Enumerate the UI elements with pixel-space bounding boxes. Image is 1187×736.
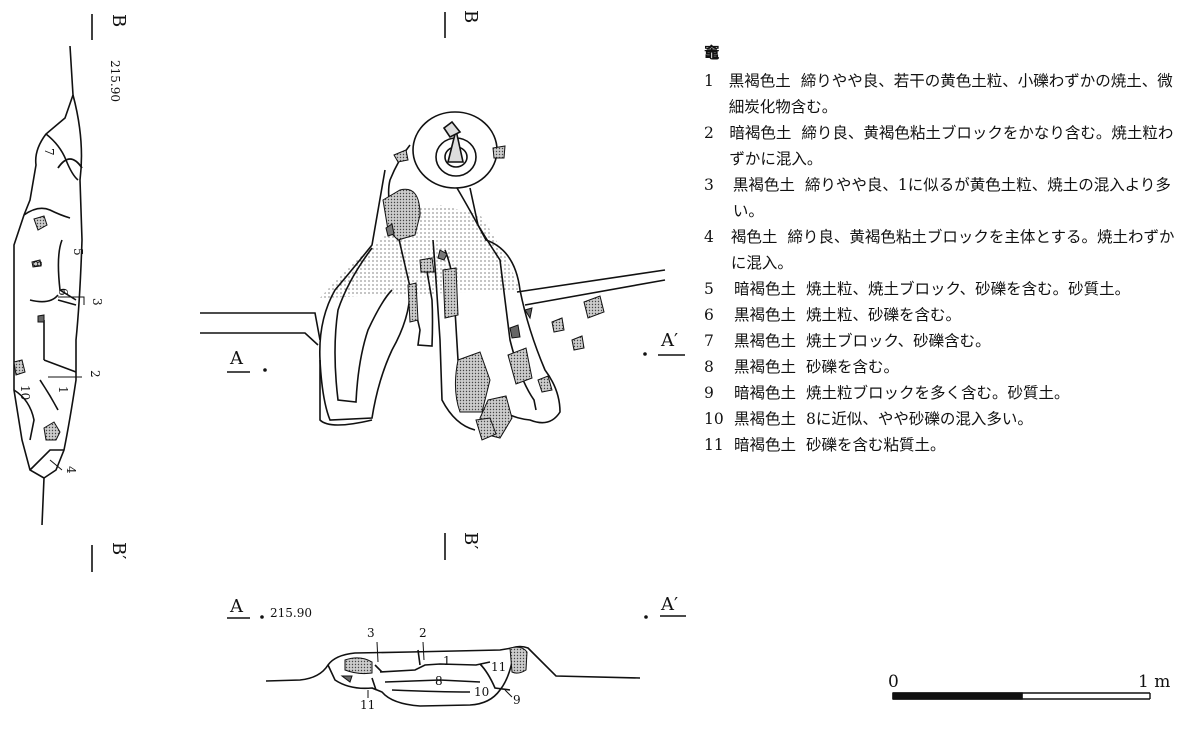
section-a-layer-1: 1 bbox=[443, 654, 451, 668]
legend-item-number: 10 bbox=[704, 410, 724, 428]
legend-item-body: 黒褐色土締りやや良、1に似るが黄色土粒、焼土の混入より多い。 bbox=[733, 172, 1184, 224]
legend-item-body: 黒褐色土焼土ブロック、砂礫含む。 bbox=[734, 328, 991, 354]
legend-item-description: 締り良、黄褐色粘土ブロックを主体とする。焼土わずかに混入。 bbox=[730, 228, 1175, 272]
section-a-layer-11-left: 11 bbox=[360, 698, 376, 712]
legend-item-description: 砂礫を含む。 bbox=[806, 358, 900, 376]
section-b-layer-7: 7 bbox=[42, 148, 56, 156]
legend-item-soil: 黒褐色土 bbox=[732, 176, 795, 194]
legend-item: 5 暗褐色土焼土粒、焼土ブロック、砂礫を含む。砂質土。 bbox=[704, 276, 1184, 302]
legend-item-number: 1 bbox=[704, 72, 714, 90]
legend-item-soil: 暗褐色土 bbox=[729, 124, 792, 142]
legend-item-body: 暗褐色土締り良、黄褐色粘土ブロックをかなり含む。焼土粒わずかに混入。 bbox=[729, 120, 1184, 172]
legend-item-soil: 黒褐色土 bbox=[734, 358, 797, 376]
section-b-layer-5: 5 bbox=[71, 248, 85, 256]
legend-item-soil: 黒褐色土 bbox=[734, 332, 797, 350]
legend-title: 竈 bbox=[704, 43, 720, 62]
legend-item-soil: 暗褐色土 bbox=[734, 436, 797, 454]
legend-item-soil: 黒褐色土 bbox=[728, 72, 791, 90]
plan-label-a: A bbox=[230, 348, 243, 369]
section-b-layer-6: 6 bbox=[56, 288, 70, 296]
b-ground-line bbox=[13, 45, 74, 526]
legend-item-number: 6 bbox=[704, 306, 714, 324]
legend-item-description: 焼土粒、焼土ブロック、砂礫を含む。砂質土。 bbox=[806, 280, 1131, 298]
legend-item-body: 褐色土締り良、黄褐色粘土ブロックを主体とする。焼土わずかに混入。 bbox=[731, 224, 1184, 276]
scale-end-label: 1 m bbox=[1138, 672, 1171, 692]
legend-item-number: 8 bbox=[704, 358, 714, 376]
section-b-layer-10: 10 bbox=[18, 385, 32, 401]
legend-item-number: 7 bbox=[704, 332, 714, 350]
legend-item-number: 11 bbox=[704, 436, 724, 454]
section-b-layer-3: 3 bbox=[90, 298, 104, 306]
section-a-layer-9: 9 bbox=[513, 693, 521, 707]
legend-item: 8 黒褐色土砂礫を含む。 bbox=[704, 354, 1184, 380]
legend-item-number: 4 bbox=[704, 228, 714, 246]
section-b-drawing bbox=[13, 14, 93, 572]
legend-item-description: 締りやや良、若干の黄色土粒、小礫わずかの焼土、微細炭化物含む。 bbox=[728, 72, 1173, 116]
legend-item-soil: 褐色土 bbox=[730, 228, 778, 246]
legend-item: 2 暗褐色土締り良、黄褐色粘土ブロックをかなり含む。焼土粒わずかに混入。 bbox=[704, 120, 1184, 172]
legend-item: 7 黒褐色土焼土ブロック、砂礫含む。 bbox=[704, 328, 1184, 354]
legend-item-body: 黒褐色土締りやや良、若干の黄色土粒、小礫わずかの焼土、微細炭化物含む。 bbox=[729, 68, 1184, 120]
scale-start-label: 0 bbox=[888, 672, 899, 692]
section-a-layer-11-right: 11 bbox=[491, 660, 507, 674]
legend-item: 6 黒褐色土焼土粒、砂礫を含む。 bbox=[704, 302, 1184, 328]
legend-item-body: 暗褐色土砂礫を含む粘質土。 bbox=[734, 432, 946, 458]
section-b-layer-1: 1 bbox=[56, 386, 70, 394]
plan-label-b-prime: B′ bbox=[460, 532, 481, 550]
section-a-label-a-prime: A′ bbox=[661, 594, 679, 615]
legend-item-number: 9 bbox=[704, 384, 714, 402]
legend-item-description: 締り良、黄褐色粘土ブロックをかなり含む。焼土粒わずかに混入。 bbox=[729, 124, 1174, 168]
legend-item-soil: 暗褐色土 bbox=[734, 384, 797, 402]
legend-item: 1 黒褐色土締りやや良、若干の黄色土粒、小礫わずかの焼土、微細炭化物含む。 bbox=[704, 68, 1184, 120]
section-a-drawing bbox=[227, 615, 686, 707]
legend-item: 11 暗褐色土砂礫を含む粘質土。 bbox=[704, 432, 1184, 458]
section-a-layer-2: 2 bbox=[419, 626, 427, 640]
plan-label-b: B bbox=[460, 10, 481, 24]
legend-item-body: 黒褐色土 8に近似、やや砂礫の混入多い。 bbox=[734, 406, 1033, 432]
section-a-layer-10: 10 bbox=[474, 685, 490, 699]
legend-item-description: 焼土粒、砂礫を含む。 bbox=[806, 306, 962, 324]
section-b-stones bbox=[13, 215, 61, 441]
section-a-elevation: 215.90 bbox=[270, 606, 312, 620]
section-a-label-a: A bbox=[230, 596, 243, 617]
section-b-elevation: 215.90 bbox=[108, 60, 122, 102]
legend-item-description: 8に近似、やや砂礫の混入多い。 bbox=[806, 410, 1033, 428]
legend-item-number: 3 bbox=[704, 176, 714, 194]
legend-item: 9 暗褐色土焼土粒ブロックを多く含む。砂質土。 bbox=[704, 380, 1184, 406]
legend-item-number: 5 bbox=[704, 280, 714, 298]
legend-item-body: 黒褐色土砂礫を含む。 bbox=[734, 354, 899, 380]
section-a-layer-3: 3 bbox=[367, 626, 375, 640]
legend-item-soil: 暗褐色土 bbox=[734, 280, 797, 298]
plan-drawing bbox=[200, 12, 685, 560]
legend-item-description: 締りやや良、1に似るが黄色土粒、焼土の混入より多い。 bbox=[732, 176, 1171, 220]
section-b-layer-8: 8 bbox=[30, 260, 44, 268]
legend-item-description: 焼土ブロック、砂礫含む。 bbox=[806, 332, 991, 350]
legend-item-description: 砂礫を含む粘質土。 bbox=[806, 436, 946, 454]
section-b-label-b: B bbox=[108, 14, 129, 28]
legend-item: 3 黒褐色土締りやや良、1に似るが黄色土粒、焼土の混入より多い。 bbox=[704, 172, 1184, 224]
legend-item-soil: 黒褐色土 bbox=[734, 410, 797, 428]
legend-item-body: 暗褐色土焼土粒ブロックを多く含む。砂質土。 bbox=[734, 380, 1070, 406]
legend-item-number: 2 bbox=[704, 124, 714, 142]
legend-item-body: 暗褐色土焼土粒、焼土ブロック、砂礫を含む。砂質土。 bbox=[734, 276, 1130, 302]
scale-bar bbox=[892, 692, 1151, 700]
legend-item: 10 黒褐色土 8に近似、やや砂礫の混入多い。 bbox=[704, 406, 1184, 432]
legend-item-soil: 黒褐色土 bbox=[734, 306, 797, 324]
legend-item-description: 焼土粒ブロックを多く含む。砂質土。 bbox=[806, 384, 1070, 402]
section-b-label-b-prime: B′ bbox=[108, 542, 129, 560]
legend-item-body: 黒褐色土焼土粒、砂礫を含む。 bbox=[734, 302, 961, 328]
legend-item: 4 褐色土締り良、黄褐色粘土ブロックを主体とする。焼土わずかに混入。 bbox=[704, 224, 1184, 276]
section-b-layer-2: 2 bbox=[88, 370, 102, 378]
section-a-layer-8: 8 bbox=[435, 674, 443, 688]
plan-label-a-prime: A′ bbox=[661, 330, 679, 351]
section-b-layer-4: 4 bbox=[64, 466, 78, 474]
